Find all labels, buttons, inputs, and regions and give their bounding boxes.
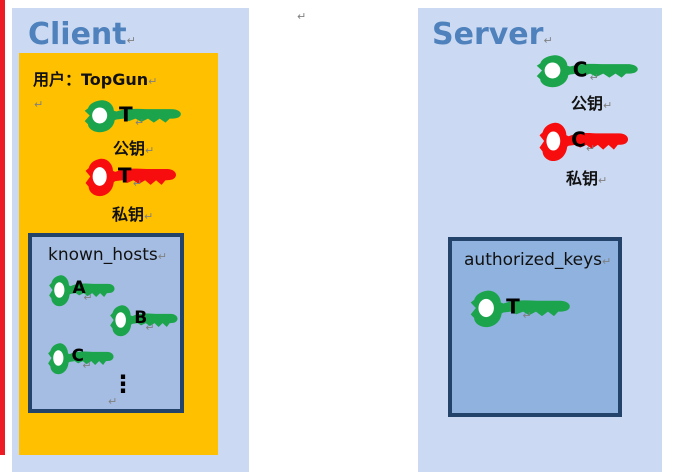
caption-text: 私钥 [566,169,599,188]
key-letter: C [571,127,586,152]
server-public-key-caption: 公钥↵ [571,90,612,114]
client-user-box: 用户：TopGun↵ ↵ T ↵ 公钥↵ T ↵ 私钥↵ known_hosts… [19,53,218,455]
server-panel: Server↵ C ↵ 公钥↵ C ↵ 私钥↵ authorized_keys↵… [418,8,662,472]
authorized-keys-box: authorized_keys↵ T ↵ [448,237,622,417]
paragraph-mark: ↵ [602,255,612,268]
key-letter: C [572,56,588,81]
user-label: 用户：TopGun↵ [33,66,157,90]
key-letter: T [506,294,520,319]
paragraph-mark: ↵ [145,320,155,334]
paragraph-mark: ↵ [144,210,154,223]
paragraph-mark: ↵ [603,99,613,112]
client-private-key-caption: 私钥↵ [112,201,153,225]
client-private-key-icon: T ↵ [84,156,178,197]
known-host-key-b-icon: B ↵ [109,303,179,337]
caption-text: 私钥 [112,205,145,224]
key-letter: A [72,278,86,299]
server-title-text: Server [432,17,544,52]
known-hosts-title: known_hosts↵ [48,245,167,265]
key-letter: T [117,162,132,187]
known-host-key-c-icon: C ↵ [47,341,115,375]
paragraph-mark: ↵ [34,98,44,111]
paragraph-mark: ↵ [598,174,608,187]
known-host-key-a-icon: A ↵ [48,273,116,307]
paragraph-mark: ↵ [132,177,143,191]
key-letter: T [119,101,133,126]
key-letter: B [134,308,148,329]
paragraph-mark: ↵ [157,250,167,263]
caption-text: 公钥 [571,94,604,113]
paragraph-mark: ↵ [108,395,118,408]
key-letter: C [71,346,84,367]
user-label-text: 用户：TopGun [33,70,149,89]
left-edge-red-strip [0,0,5,455]
server-public-key-icon: C ↵ [535,53,640,88]
paragraph-mark: ↵ [543,34,553,47]
server-private-key-caption: 私钥↵ [566,165,607,189]
client-title: Client↵ [28,20,136,50]
caption-text: 公钥 [113,139,146,158]
paragraph-mark: ↵ [83,290,93,304]
client-panel: Client↵ 用户：TopGun↵ ↵ T ↵ 公钥↵ T ↵ 私钥↵ kno… [12,8,249,472]
client-title-text: Client [28,17,127,52]
paragraph-mark: ↵ [126,34,136,47]
paragraph-mark: ↵ [135,116,145,130]
paragraph-mark: ↵ [148,75,158,88]
known-hosts-box: known_hosts↵ A ↵ B ↵ C ↵ ⋮ ↵ [28,233,184,413]
paragraph-mark: ↵ [82,358,92,372]
paragraph-mark: ↵ [297,10,307,23]
server-title: Server↵ [432,20,553,50]
paragraph-mark: ↵ [522,308,532,322]
paragraph-mark: ↵ [585,141,596,155]
file-title-text: known_hosts [48,245,158,265]
client-public-key-icon: T ↵ [83,98,183,133]
server-private-key-icon: C ↵ [538,120,630,162]
paragraph-mark: ↵ [145,144,155,157]
paragraph-mark: ↵ [589,71,599,85]
authorized-keys-title: authorized_keys↵ [464,250,611,270]
client-public-key-caption: 公钥↵ [113,135,154,159]
authorized-key-t-icon: T ↵ [469,288,572,328]
more-keys-ellipsis: ⋮ [111,370,135,398]
file-title-text: authorized_keys [464,250,603,270]
